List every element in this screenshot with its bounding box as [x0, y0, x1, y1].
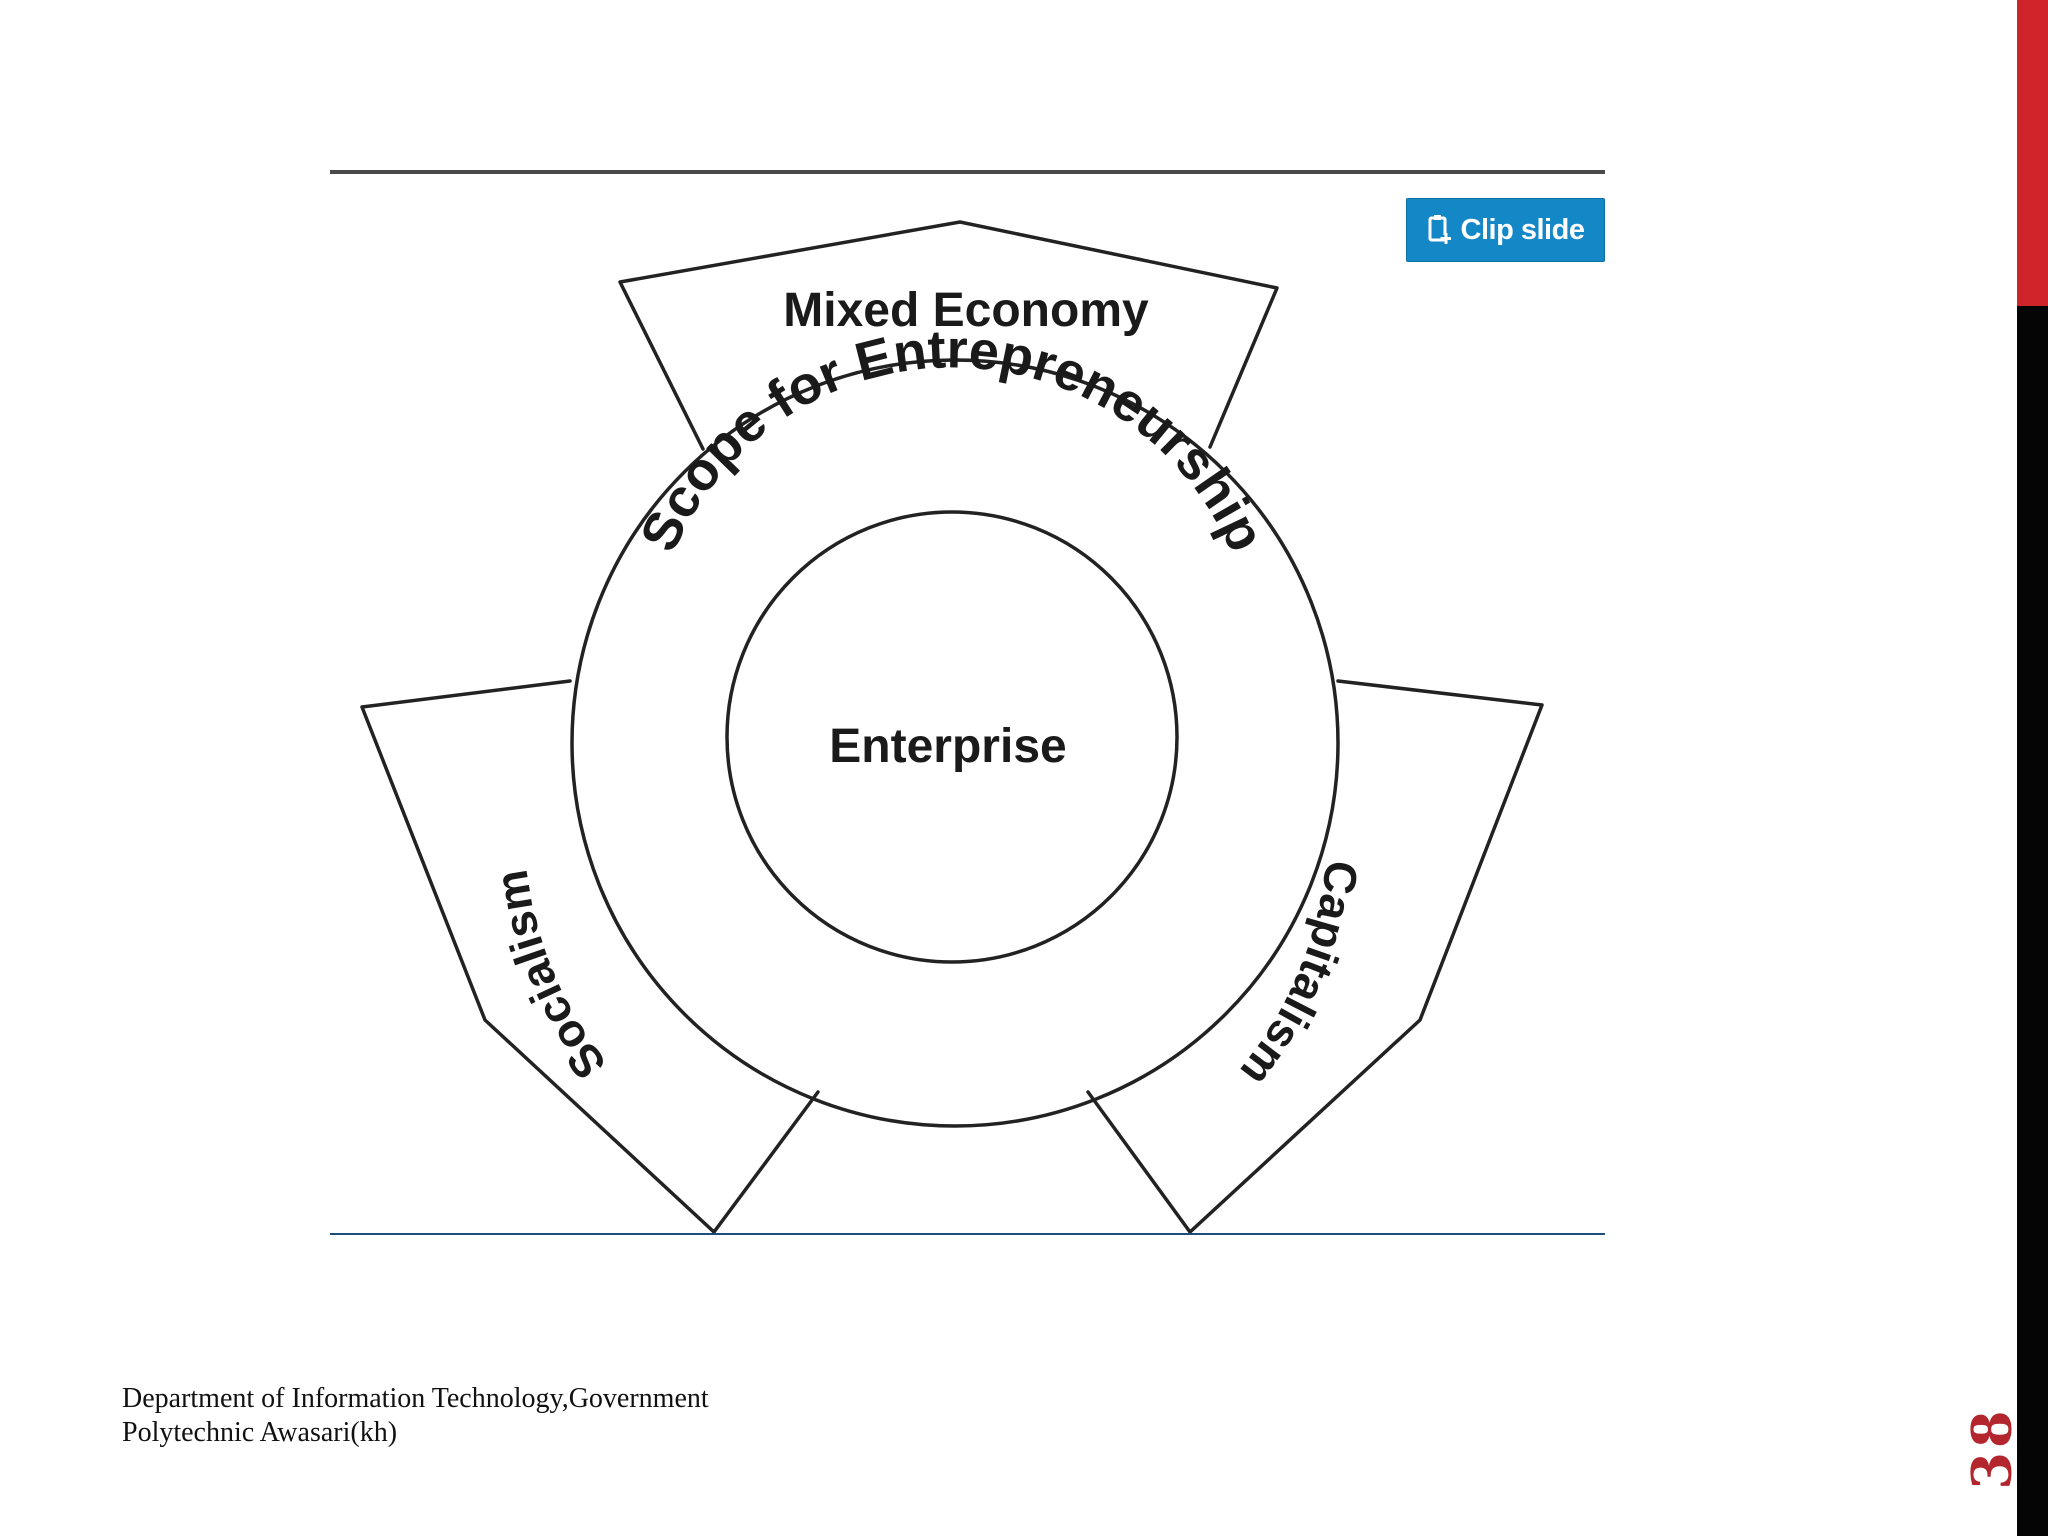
- clip-slide-label: Clip slide: [1460, 213, 1585, 246]
- footer: Department of Information Technology,Gov…: [122, 1382, 822, 1450]
- capitalism-sector: [1086, 679, 1544, 1233]
- page-number-text: 38: [1960, 1406, 2024, 1490]
- capitalism-label: Capitalism: [1231, 858, 1368, 1097]
- mixed-economy-label: Mixed Economy: [783, 284, 1149, 337]
- enterprise-label: Enterprise: [829, 720, 1066, 773]
- mixed-economy-sector: [618, 220, 1279, 451]
- footer-line-2: Polytechnic Awasari(kh): [122, 1417, 398, 1448]
- side-accent-bar: [2017, 0, 2048, 306]
- footer-line-1: Department of Information Technology,Gov…: [122, 1383, 709, 1414]
- socialism-sector: [360, 679, 820, 1233]
- clip-slide-button[interactable]: Clip slide: [1406, 198, 1605, 262]
- side-dark-bar: [2017, 306, 2048, 1536]
- entrepreneurship-diagram: Mixed Economy Enterprise Scope for Entre…: [360, 220, 1544, 1233]
- outer-ring: [570, 358, 1340, 1128]
- page-number: 38: [1960, 1400, 2024, 1496]
- socialism-label: Socialism: [485, 866, 616, 1089]
- bottom-divider: [330, 1233, 1605, 1235]
- scope-for-entrepreneurship-label: Scope for Entrepreneurship: [629, 319, 1276, 560]
- inner-circle: [725, 510, 1179, 964]
- socialism-textpath: Socialism: [485, 866, 616, 1089]
- clipboard-plus-icon: [1427, 213, 1451, 247]
- capitalism-textpath: Capitalism: [1231, 858, 1368, 1097]
- scope-ring-textpath: Scope for Entrepreneurship: [629, 319, 1276, 560]
- top-divider: [330, 170, 1605, 174]
